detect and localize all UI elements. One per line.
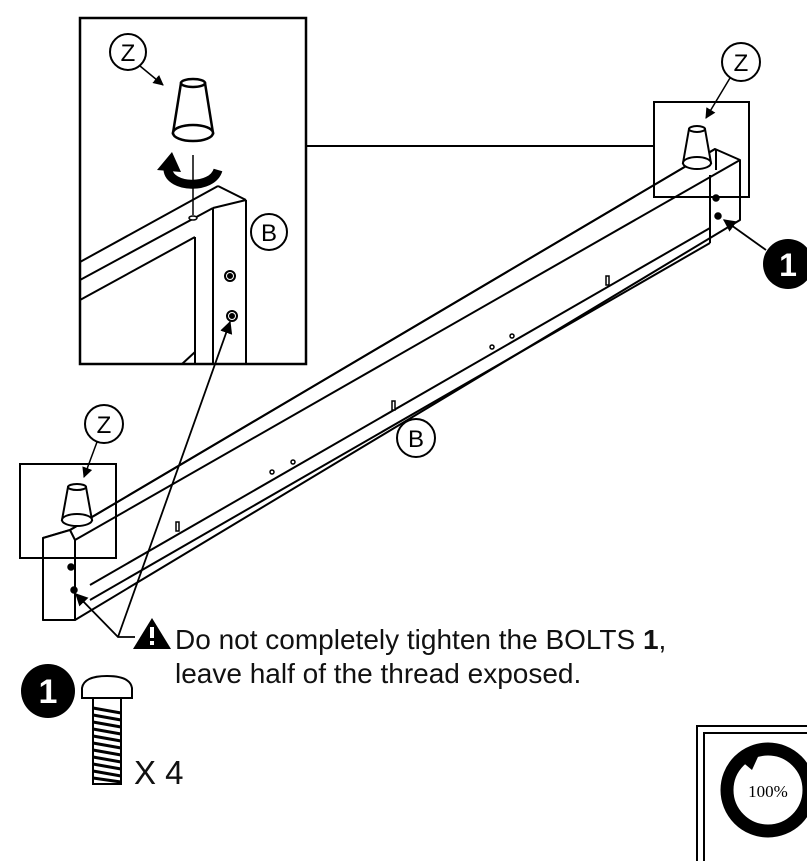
warning-message: Do not completely tighten the BOLTS 1, — [175, 623, 666, 657]
left-cap-box — [19, 463, 117, 559]
warning-line2-text: leave half of the thread exposed. — [175, 658, 582, 689]
rail-b — [42, 148, 741, 621]
svg-text:Z: Z — [97, 412, 112, 439]
svg-text:Z: Z — [734, 50, 749, 77]
warning-line1-suffix: , — [658, 624, 667, 655]
progress-badge: 100% — [696, 725, 807, 861]
warning-icon — [133, 618, 171, 649]
svg-text:B: B — [408, 426, 424, 453]
zoom-inset: Z B — [78, 16, 308, 366]
inset-bolts — [224, 270, 238, 322]
warning-line1-text: Do not completely tighten the BOLTS — [175, 624, 643, 655]
warning-message-line2: leave half of the thread exposed. — [175, 657, 581, 691]
progress-ring — [720, 742, 807, 838]
warning-leaders — [75, 320, 233, 638]
bolt-callout-right: 1 — [722, 219, 807, 289]
label-b: B — [261, 220, 277, 247]
rotate-arrow-icon — [157, 152, 223, 189]
bolt-quantity: X 4 — [134, 754, 184, 791]
cap-z-icon — [60, 483, 94, 527]
svg-text:1: 1 — [779, 247, 797, 283]
label-b-rail: B — [396, 418, 436, 458]
label-z: Z — [121, 40, 136, 67]
bolt-icon — [81, 674, 133, 785]
progress-label: 100% — [748, 782, 788, 801]
bolt-number: 1 — [39, 673, 58, 711]
right-cap-box — [653, 101, 750, 198]
warning-bolt-number: 1 — [642, 624, 659, 655]
cap-z-icon — [681, 125, 713, 170]
cap-z-large-icon — [171, 77, 215, 143]
bolt-hardware: 1 — [21, 664, 133, 785]
rail-holes — [175, 275, 610, 532]
label-z-left: Z — [82, 404, 124, 478]
label-z-right: Z — [705, 42, 761, 119]
